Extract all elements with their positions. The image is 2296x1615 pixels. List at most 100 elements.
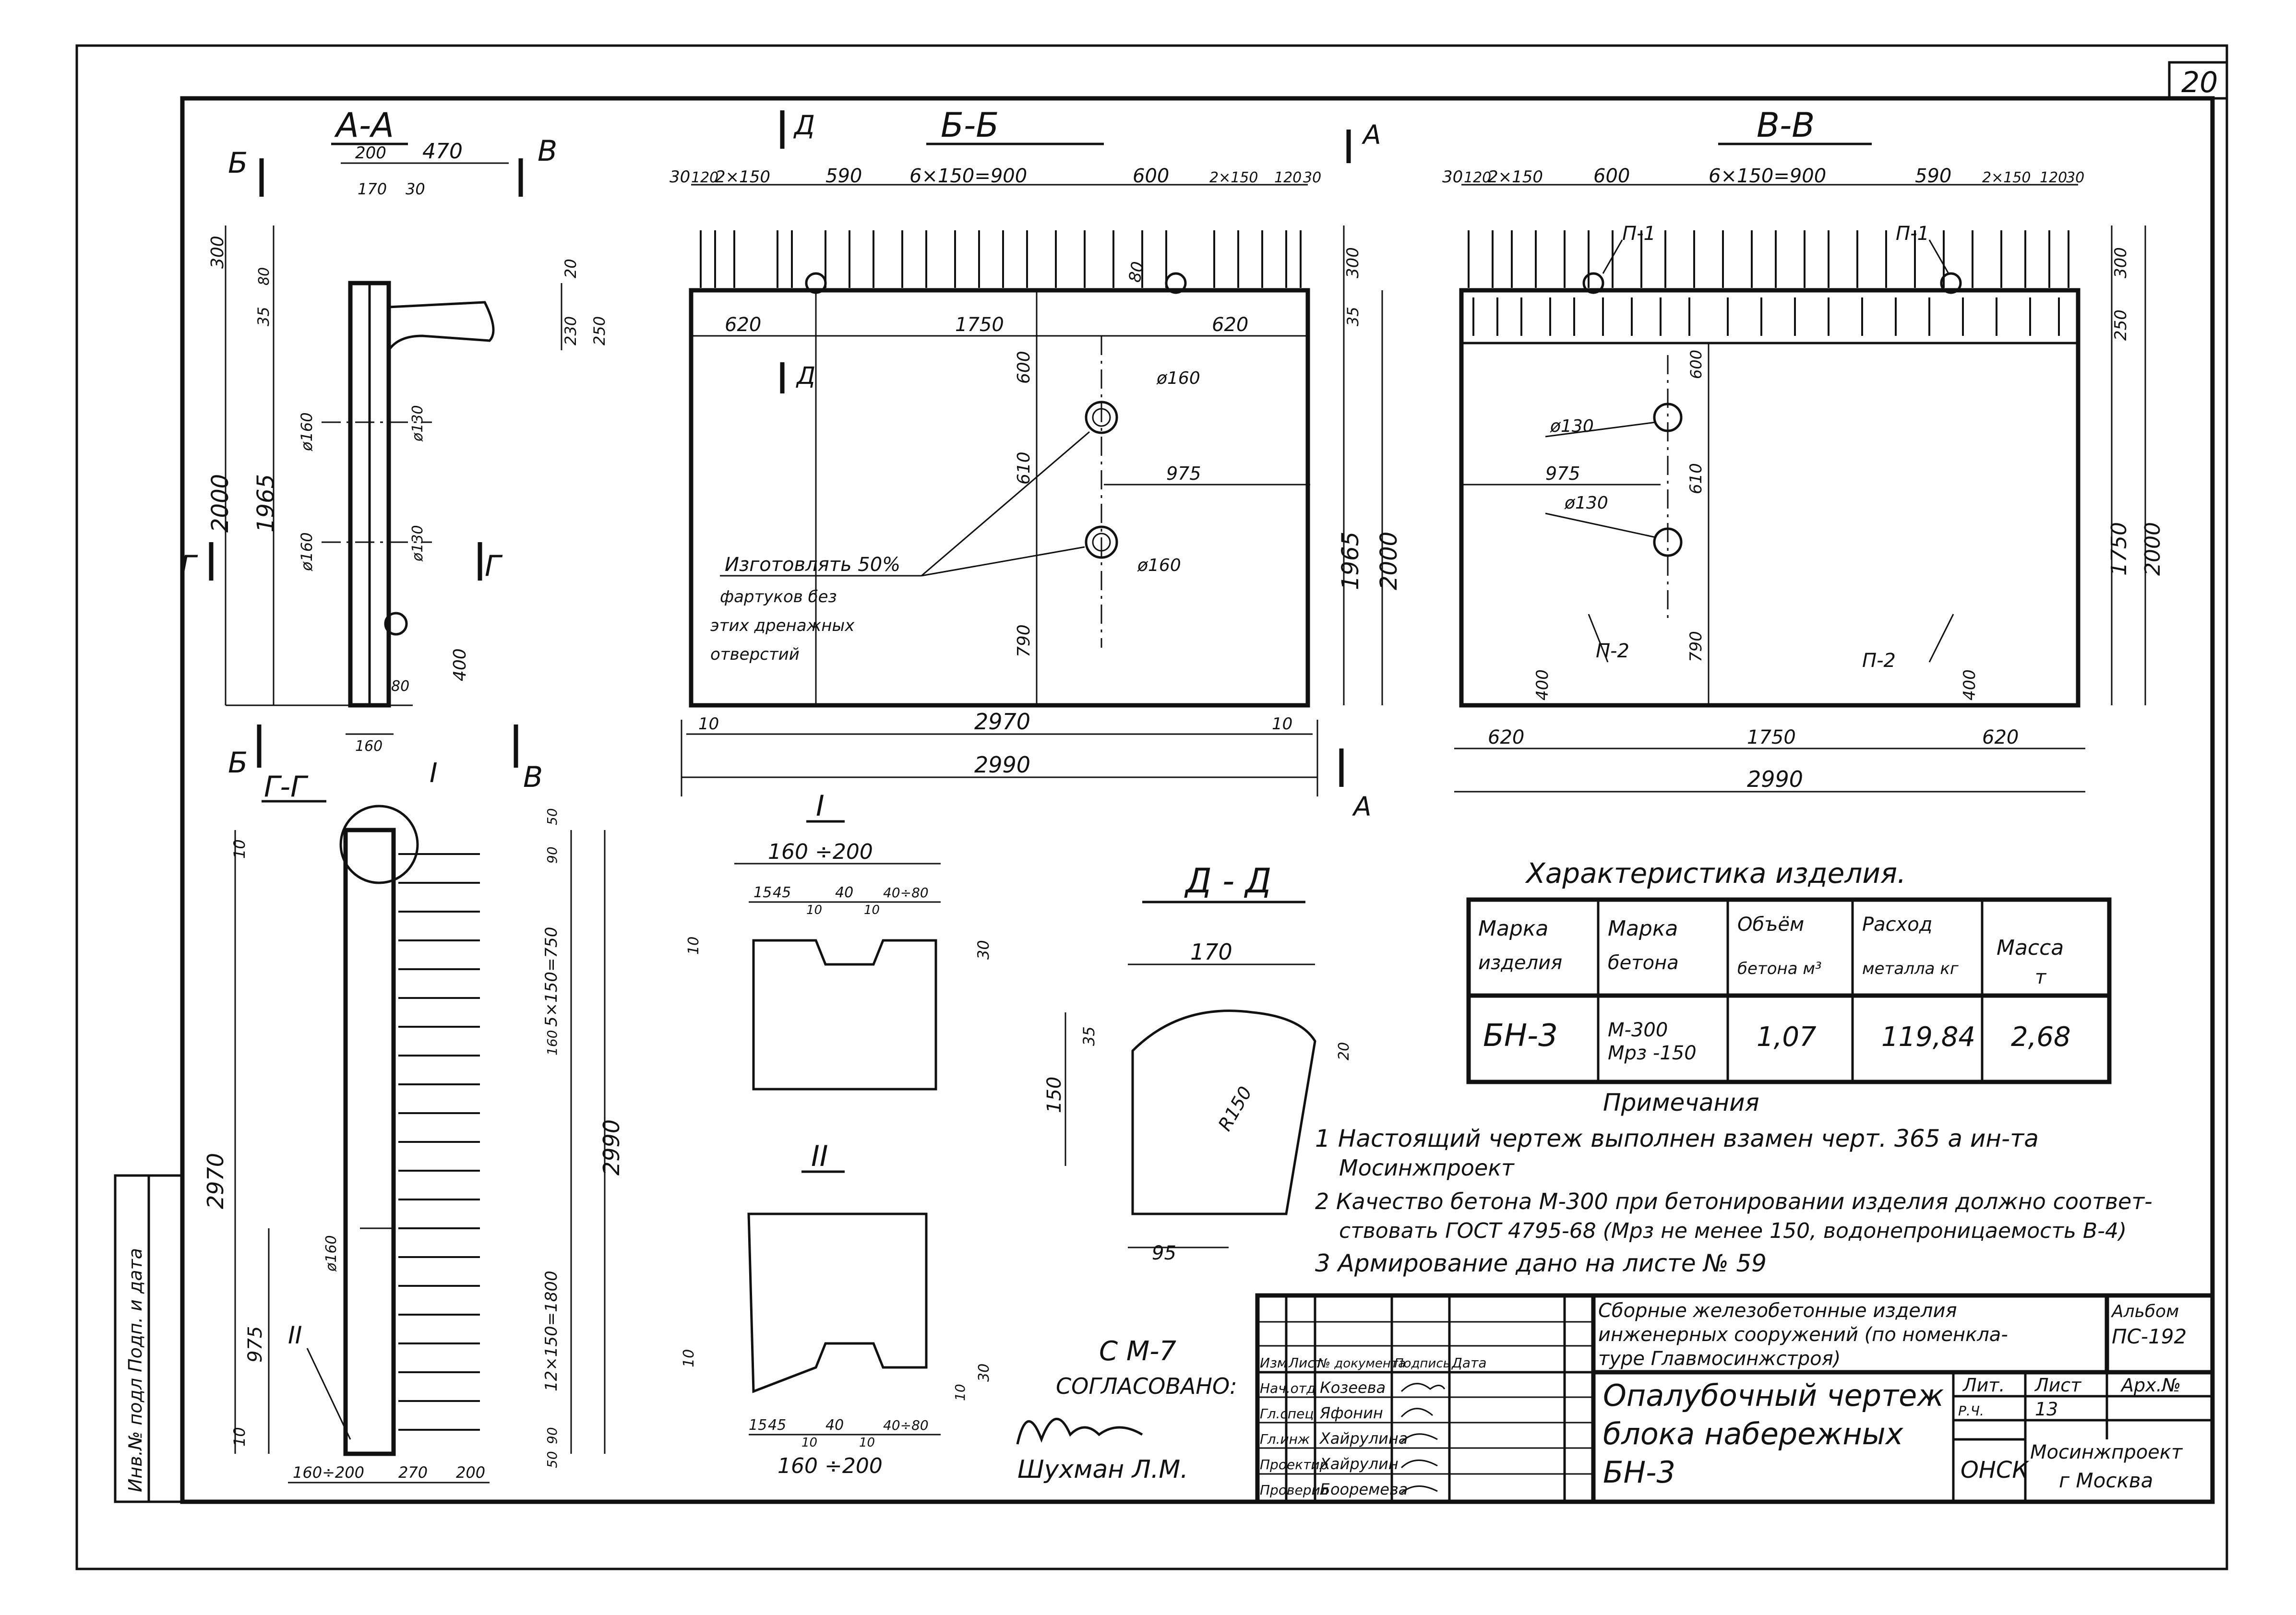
th-metal-2: металла кг [1862, 959, 1959, 978]
tb-name-4: Хайрулин [1319, 1455, 1399, 1473]
bb-dim-620b: 620 [1212, 314, 1248, 336]
aa-dim-200: 200 [355, 143, 386, 163]
aa-dim-d160-2: ø160 [298, 532, 316, 571]
svg-text:Изготовлять 50%: Изготовлять 50% [725, 554, 900, 576]
bb-dim-2970: 2970 [974, 709, 1030, 735]
gg-dim-2990: 2990 [598, 1119, 624, 1176]
note-2: 2 Качество бетона М-300 при бетонировани… [1315, 1188, 2152, 1214]
gg-dim-160: 160 [544, 1030, 560, 1056]
bb-dim-620a: 620 [725, 314, 761, 336]
aa-dim-470: 470 [422, 139, 463, 164]
d2-dim-40-80: 40÷80 [883, 1417, 929, 1433]
tb-album-1: Альбом [2111, 1302, 2179, 1321]
section-bb: Б-Б Д А 30 120 2×150 590 6 [670, 106, 1402, 822]
approval-line-1: С М-7 [1099, 1336, 1176, 1367]
tb-org-1: Мосинжпроект [2030, 1441, 2183, 1463]
bb-dim-610: 610 [1014, 451, 1034, 485]
section-dd-title: Д - Д [1184, 861, 1271, 901]
bb-top-30a: 30 [670, 167, 690, 187]
td-mass: 2,68 [2011, 1021, 2071, 1053]
detail-i: I 160 ÷200 15 45 40 40÷80 10 10 10 30 [685, 789, 993, 1091]
vv-p2-right: П-2 [1862, 650, 1896, 672]
gg-dim-10a: 10 [230, 839, 249, 859]
bb-top-30b: 30 [1303, 169, 1321, 186]
tb-lit-label: Лит. [1962, 1375, 2005, 1396]
aa-dim-80: 80 [256, 267, 273, 285]
vv-top-30b: 30 [2066, 169, 2084, 186]
gg-dim-90a: 90 [544, 846, 560, 864]
aa-dim-35: 35 [254, 307, 273, 326]
tb-col-izm: Изм [1260, 1355, 1287, 1371]
vv-dim-1750: 1750 [2107, 522, 2131, 576]
gg-dim-200: 200 [456, 1463, 485, 1482]
tb-name-1: Козеева [1320, 1378, 1386, 1397]
d2-dim-45: 45 [768, 1417, 786, 1434]
bb-top-2x150b: 2×150 [1209, 169, 1258, 186]
aa-dim-d130-2: ø130 [409, 525, 426, 562]
section-vv-title: В-В [1757, 106, 1815, 145]
vv-dim-d130a: ø130 [1550, 416, 1594, 436]
section-gg-title: Г-Г [264, 770, 309, 804]
d2-dim-160-200: 160 ÷200 [777, 1454, 883, 1478]
tb-col-sign: Подпись [1394, 1356, 1450, 1371]
approval-line-2: СОГЛАСОВАНО: [1056, 1373, 1237, 1399]
vv-dim-2000: 2000 [2141, 522, 2165, 576]
tb-lit-value: Р.Ч. [1958, 1403, 1984, 1419]
bb-top-600: 600 [1133, 165, 1169, 187]
th-concrete-1: Марка [1608, 916, 1678, 941]
vv-dim-620a: 620 [1488, 726, 1524, 748]
note-1: 1 Настоящий чертеж выполнен взамен черт.… [1315, 1125, 2039, 1152]
d1-dim-160-200: 160 ÷200 [768, 840, 873, 864]
section-dd: Д - Д 170 35 20 150 R150 95 [1043, 861, 1352, 1264]
tb-role-1: Нач.отд [1260, 1380, 1315, 1396]
bb-top-120b: 120 [1274, 169, 1302, 186]
tb-album-header-1: Сборные железобетонные изделия [1598, 1300, 1957, 1322]
bb-dim-975: 975 [1166, 463, 1201, 484]
vv-p2-left: П-2 [1596, 640, 1629, 662]
tb-role-3: Гл.инж [1260, 1431, 1310, 1447]
vv-top-2x150a: 2×150 [1488, 167, 1543, 187]
vv-dim-600: 600 [1687, 350, 1705, 379]
gg-rebar-lines [398, 853, 480, 1431]
bb-dim-1965: 1965 [1337, 532, 1364, 590]
section-bb-title: Б-Б [941, 106, 999, 145]
vv-dim-1750b: 1750 [1747, 726, 1796, 748]
d1-dim-45: 45 [773, 884, 791, 901]
detail-i-title: I [816, 789, 825, 823]
bb-top-590: 590 [825, 165, 862, 187]
tb-col-list: Лист [1288, 1355, 1323, 1371]
th-concrete-2: бетона [1608, 952, 1679, 974]
th-volume-1: Объём [1737, 914, 1804, 936]
aa-dim-170: 170 [358, 180, 387, 198]
gg-dim-50a: 50 [544, 808, 560, 825]
cut-a-mark-bottom: А [1352, 791, 1372, 822]
th-volume-2: бетона м³ [1737, 959, 1822, 978]
d1-dim-10c: 10 [685, 937, 702, 955]
tb-sheet-label: Лист [2034, 1375, 2082, 1396]
gg-dim-160-200: 160÷200 [293, 1463, 364, 1482]
outer-frame [75, 44, 2228, 1570]
dd-dim-170: 170 [1190, 939, 1232, 965]
bb-dim-10a: 10 [698, 714, 719, 734]
tb-name-5: Бооремева [1320, 1480, 1408, 1498]
bb-dim-d160b: ø160 [1137, 556, 1181, 575]
gg-dim-10b: 10 [230, 1427, 249, 1447]
vv-dim-610: 610 [1686, 463, 1706, 494]
tb-org-2: г Москва [2059, 1469, 2153, 1492]
dd-dim-95: 95 [1152, 1242, 1176, 1264]
title-block: Изм Лист № документа Подпись Дата Нач.от… [1255, 1293, 2215, 1504]
detail-ii-title: II [811, 1140, 828, 1173]
gg-dim-270: 270 [398, 1463, 428, 1482]
td-mark: БН-3 [1483, 1018, 1558, 1054]
aa-dim-2000: 2000 [207, 474, 234, 533]
vv-dim-400b: 400 [1960, 669, 1979, 701]
side-stamp: Инв.№ подл Подп. и дата [125, 1248, 146, 1492]
bb-dim-2990: 2990 [974, 752, 1030, 778]
th-mark-1: Марка [1478, 916, 1548, 941]
cut-g-left: Г [180, 549, 198, 583]
approval: С М-7 СОГЛАСОВАНО: Шухман Л.М. [1016, 1336, 1237, 1484]
vv-top-600: 600 [1593, 165, 1630, 187]
d2-dim-15: 15 [749, 1417, 767, 1434]
dd-dim-r150: R150 [1214, 1083, 1256, 1135]
